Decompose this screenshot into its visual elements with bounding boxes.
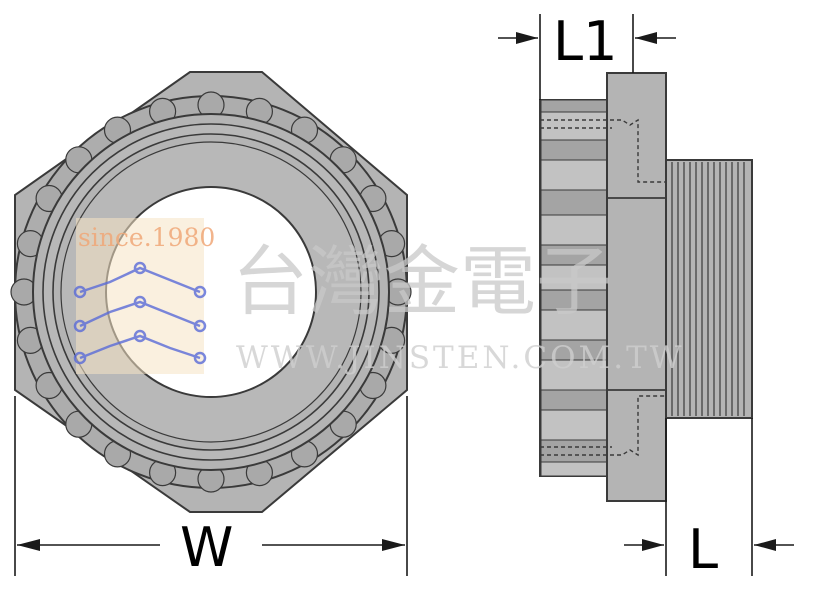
grip-rib [540, 409, 608, 441]
grip-rib [540, 461, 608, 477]
grip-rib [540, 159, 608, 191]
grip-rib [540, 99, 608, 113]
logo-since-text: since.1980 [78, 223, 215, 252]
dimension-l [624, 418, 794, 576]
cap-grip-ribs [540, 99, 608, 477]
watermark-website: WWW.JINSTEN.COM.TW [236, 340, 685, 376]
logo: since.1980 [73, 218, 215, 374]
grip-rib [540, 139, 608, 161]
dimension-l1 [498, 14, 676, 100]
side-view [539, 72, 753, 502]
grip-rib [540, 189, 608, 216]
watermark: since.1980 台灣金電子 WWW.JINSTEN.COM.TW [73, 218, 685, 376]
thread-length-label: L [688, 518, 718, 581]
grip-rib [540, 309, 608, 341]
thread-body [665, 159, 753, 419]
head-thickness-label: L1 [553, 10, 617, 73]
hidden-lines [540, 118, 666, 457]
hex-flange [606, 72, 667, 502]
dimension-w [14, 396, 408, 576]
grip-rib [540, 439, 608, 463]
front-view [10, 71, 412, 513]
grip-rib [540, 389, 608, 411]
grip-rib [540, 111, 608, 141]
thread-lines [671, 162, 745, 416]
circuit-icon [73, 261, 207, 365]
watermark-company-name: 台灣金電子 [232, 237, 612, 326]
width-label: W [180, 516, 233, 579]
